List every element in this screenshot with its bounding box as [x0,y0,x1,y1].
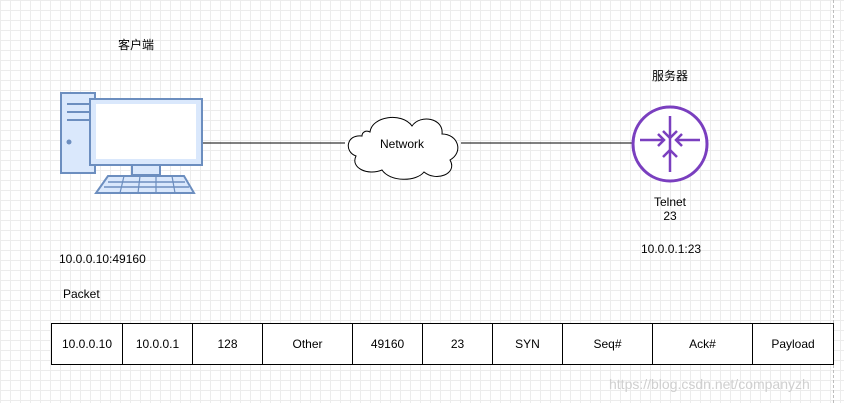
router-icon [631,105,709,183]
client-address: 10.0.0.10:49160 [59,252,146,266]
watermark: https://blog.csdn.net/companyzh [609,376,810,392]
packet-field-ack: Ack# [653,324,753,364]
packet-field-flag: SYN [493,324,563,364]
packet-field-payload: Payload [753,324,834,364]
server-service-name: Telnet [653,195,687,209]
server-service-label: Telnet 23 [630,195,710,223]
server-label: 服务器 [651,69,688,83]
packet-table: 10.0.0.10 10.0.0.1 128 Other 49160 23 SY… [51,323,834,365]
cloud-icon [347,117,459,180]
server-address: 10.0.0.1:23 [641,242,702,256]
page-boundary-line [833,0,835,403]
desktop-computer-icon [60,92,203,194]
packet-field-ttl: 128 [193,324,263,364]
server-service-port: 23 [663,209,677,223]
packet-field-other: Other [263,324,353,364]
packet-field-seq: Seq# [563,324,653,364]
packet-title: Packet [63,287,100,301]
packet-field-source-ip: 10.0.0.10 [52,324,123,364]
network-label: Network [379,137,424,151]
packet-field-source-port: 49160 [353,324,423,364]
client-label: 客户端 [117,38,154,52]
packet-field-destination-port: 23 [423,324,493,364]
packet-field-destination-ip: 10.0.0.1 [123,324,193,364]
